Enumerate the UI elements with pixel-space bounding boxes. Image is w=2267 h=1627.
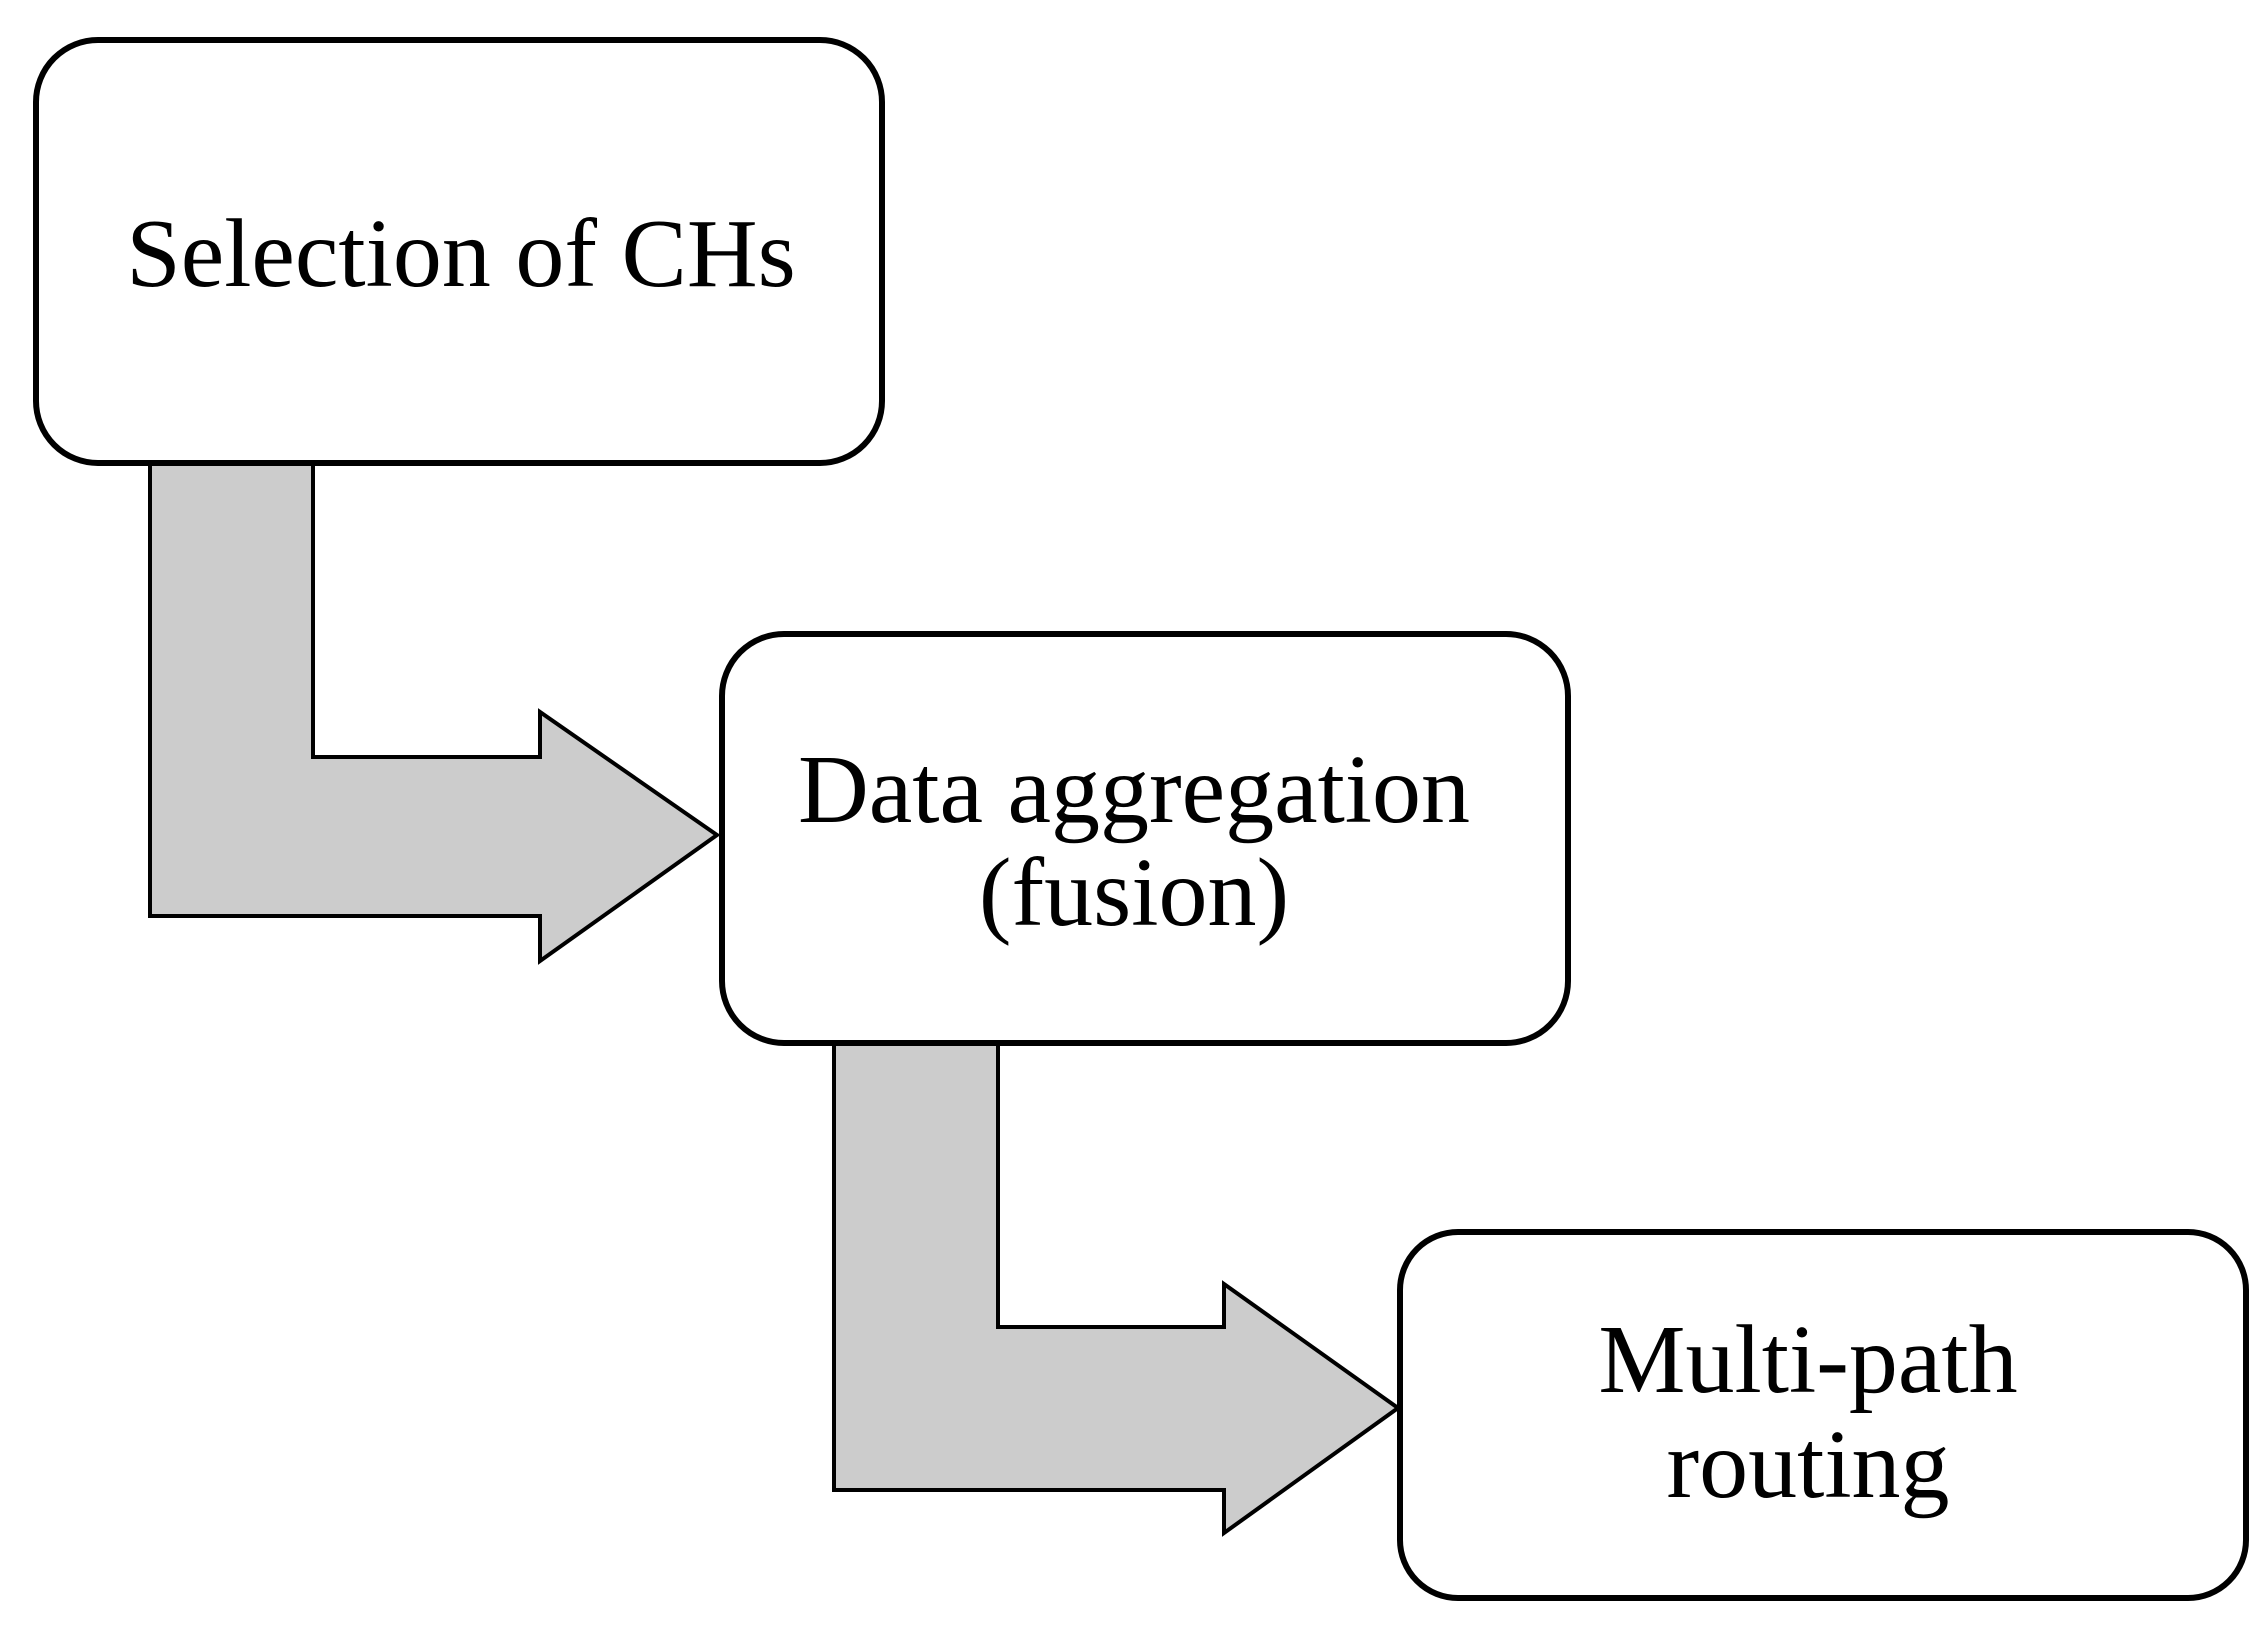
node-selection-of-chs: Selection of CHs [33, 37, 885, 466]
arrow-aggregation-to-routing [832, 1041, 1402, 1537]
node-label: Selection of CHs [126, 200, 796, 308]
node-box [719, 631, 1571, 1046]
node-box [33, 37, 885, 466]
node-label-line-1: Multi-path [1598, 1306, 2017, 1414]
node-label-line-1: Data aggregation [798, 736, 1470, 844]
node-box [1397, 1229, 2249, 1601]
node-multi-path-routing: Multi-path routing [1397, 1229, 2249, 1601]
arrow-selection-to-aggregation [148, 461, 721, 965]
node-label-line-2: routing [1666, 1411, 1949, 1519]
node-data-aggregation: Data aggregation (fusion) [719, 631, 1571, 1046]
node-label-line-2: (fusion) [979, 839, 1289, 947]
